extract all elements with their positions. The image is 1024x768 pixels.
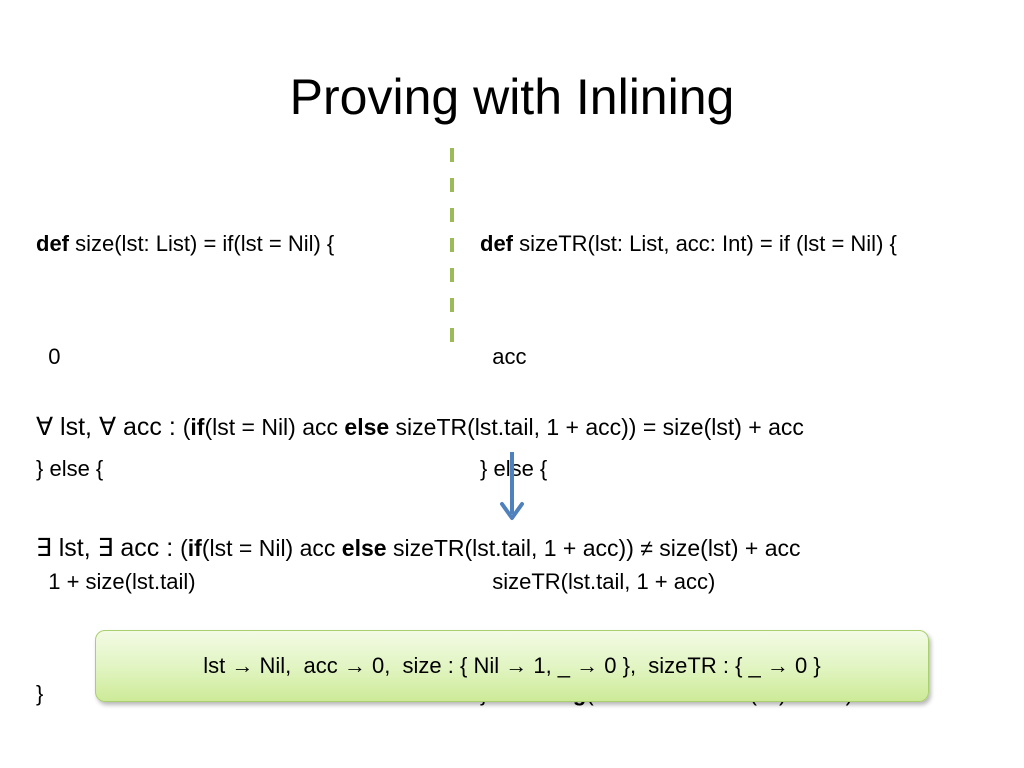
universal-formula: ∀ lst, ∀ acc : (if(lst = Nil) acc else s… bbox=[36, 411, 804, 443]
formula-quantifiers: ∀ lst, ∀ acc : bbox=[36, 413, 183, 441]
code-line: } else { bbox=[480, 456, 548, 481]
keyword-def: def bbox=[36, 231, 69, 256]
code-line: def sizeTR(lst: List, acc: Int) = if (ls… bbox=[480, 225, 897, 263]
code-text: sizeTR(lst: List, acc: Int) = if (lst = … bbox=[513, 231, 897, 256]
code-line: 0 bbox=[36, 343, 61, 369]
formula-text: sizeTR(lst.tail, 1 + acc)) ≠ size(lst) +… bbox=[386, 535, 801, 561]
arrow-down-icon bbox=[500, 452, 524, 520]
vertical-dashed-divider bbox=[450, 148, 454, 348]
keyword-if: if bbox=[187, 535, 202, 561]
code-size-function: def size(lst: List) = if(lst = Nil) { 0 … bbox=[36, 150, 334, 750]
counterexample-model-box: lst → Nil, acc → 0, size : { Nil → 1, _ … bbox=[95, 630, 929, 702]
counterexample-model-text: lst → Nil, acc → 0, size : { Nil → 1, _ … bbox=[203, 653, 821, 678]
keyword-else: else bbox=[344, 414, 390, 440]
keyword-else: else bbox=[341, 535, 387, 561]
code-line: def size(lst: List) = if(lst = Nil) { bbox=[36, 225, 334, 263]
code-line: acc bbox=[480, 343, 527, 369]
code-line: } else { bbox=[36, 456, 104, 481]
formula-quantifiers: ∃ lst, ∃ acc : bbox=[36, 534, 181, 562]
existential-formula: ∃ lst, ∃ acc : (if(lst = Nil) acc else s… bbox=[36, 532, 800, 564]
slide-title: Proving with Inlining bbox=[289, 69, 735, 125]
keyword-def: def bbox=[480, 231, 513, 256]
formula-text: ( bbox=[182, 414, 191, 440]
code-line: } bbox=[36, 681, 44, 706]
formula-text: sizeTR(lst.tail, 1 + acc)) = size(lst) +… bbox=[389, 414, 804, 440]
code-text: size(lst: List) = if(lst = Nil) { bbox=[69, 231, 335, 256]
formula-text: (lst = Nil) acc bbox=[204, 414, 345, 440]
formula-text: ( bbox=[180, 535, 188, 561]
code-line: 1 + size(lst.tail) bbox=[36, 568, 196, 594]
code-line: sizeTR(lst.tail, 1 + acc) bbox=[480, 568, 716, 594]
formula-text: (lst = Nil) acc bbox=[201, 535, 342, 561]
keyword-if: if bbox=[190, 414, 205, 440]
